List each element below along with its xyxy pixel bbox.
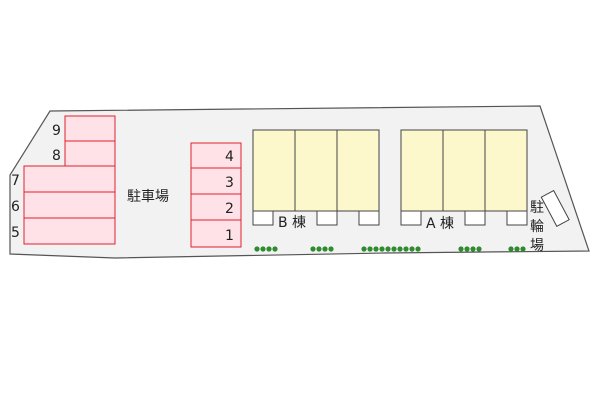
space-number: 1 <box>225 228 234 244</box>
tree <box>458 246 464 252</box>
tree <box>361 246 367 252</box>
bicycle-label-2: 輪 <box>530 218 544 235</box>
parking-space <box>23 191 116 219</box>
parking-space <box>190 219 242 248</box>
parking-space <box>64 115 116 142</box>
parking-space <box>23 165 116 193</box>
tree <box>373 246 379 252</box>
balcony <box>464 210 486 226</box>
tree <box>397 246 403 252</box>
parking-space <box>64 140 116 167</box>
tree <box>322 246 328 252</box>
tree <box>520 246 526 252</box>
building-a-label: A 棟 <box>426 216 454 232</box>
space-number: 4 <box>225 149 234 165</box>
space-number: 9 <box>52 123 61 139</box>
unit <box>252 129 296 212</box>
tree <box>385 246 391 252</box>
tree <box>328 246 334 252</box>
tree <box>260 246 266 252</box>
balcony <box>506 210 528 226</box>
tree <box>470 246 476 252</box>
unit <box>400 129 444 212</box>
tree <box>272 246 278 252</box>
space-number: 2 <box>225 201 234 217</box>
tree <box>367 246 373 252</box>
building-b-label: B 棟 <box>278 215 306 231</box>
balcony <box>358 210 380 226</box>
parking-label: 駐車場 <box>127 188 169 205</box>
parking-space <box>23 217 116 245</box>
tree-row <box>254 246 526 252</box>
unit <box>484 129 528 212</box>
bicycle-shed <box>540 189 570 227</box>
building-b: B 棟 <box>252 129 380 231</box>
tree <box>316 246 322 252</box>
space-number: 7 <box>11 173 20 189</box>
unit <box>336 129 380 212</box>
bicycle-label-3: 場 <box>530 238 544 254</box>
parking-space <box>190 167 242 195</box>
tree <box>391 246 397 252</box>
unit <box>294 129 338 212</box>
parking-block-right: 4 3 2 1 <box>190 142 242 248</box>
balcony <box>400 210 422 226</box>
tree <box>476 246 482 252</box>
space-number: 3 <box>225 175 234 191</box>
tree <box>403 246 409 252</box>
unit <box>442 129 486 212</box>
parking-block-left: 9 8 7 6 5 <box>11 115 116 245</box>
space-number: 6 <box>11 199 20 215</box>
space-number: 5 <box>11 225 20 241</box>
tree <box>508 246 514 252</box>
space-number: 8 <box>52 148 61 164</box>
tree <box>415 246 421 252</box>
tree <box>310 246 316 252</box>
tree <box>254 246 260 252</box>
balcony <box>316 210 338 226</box>
bicycle-label-1: 駐 <box>530 200 544 216</box>
tree <box>266 246 272 252</box>
tree <box>464 246 470 252</box>
tree <box>514 246 520 252</box>
tree <box>379 246 385 252</box>
tree <box>409 246 415 252</box>
building-a: A 棟 <box>400 129 528 232</box>
balcony <box>252 210 274 226</box>
